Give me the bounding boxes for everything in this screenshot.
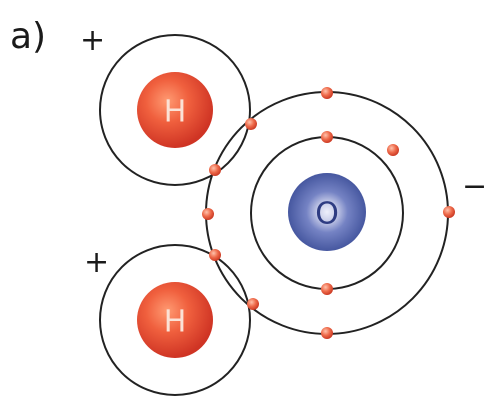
shared-electron (209, 164, 221, 176)
oxygen-charge: − (462, 169, 487, 204)
shared-electron (245, 118, 257, 130)
electron (387, 144, 399, 156)
electron (321, 283, 333, 295)
shared-electron (209, 249, 221, 261)
hydrogen-bottom-symbol: H (164, 305, 187, 340)
hydrogen-top-charge: + (80, 23, 105, 58)
hydrogen-top-symbol: H (164, 95, 187, 130)
electron (321, 131, 333, 143)
electron (202, 208, 214, 220)
electron (321, 327, 333, 339)
electron (321, 87, 333, 99)
hydrogen-top-shell (99, 34, 251, 186)
panel-label: a) (10, 16, 46, 57)
hydrogen-bottom-nucleus: H (137, 282, 213, 358)
hydrogen-bottom-charge: + (84, 245, 109, 280)
electron (443, 206, 455, 218)
oxygen-nucleus: O (288, 173, 366, 251)
hydrogen-bottom-shell (99, 244, 251, 396)
shared-electron (247, 298, 259, 310)
oxygen-symbol: O (315, 197, 339, 232)
hydrogen-top-nucleus: H (137, 72, 213, 148)
